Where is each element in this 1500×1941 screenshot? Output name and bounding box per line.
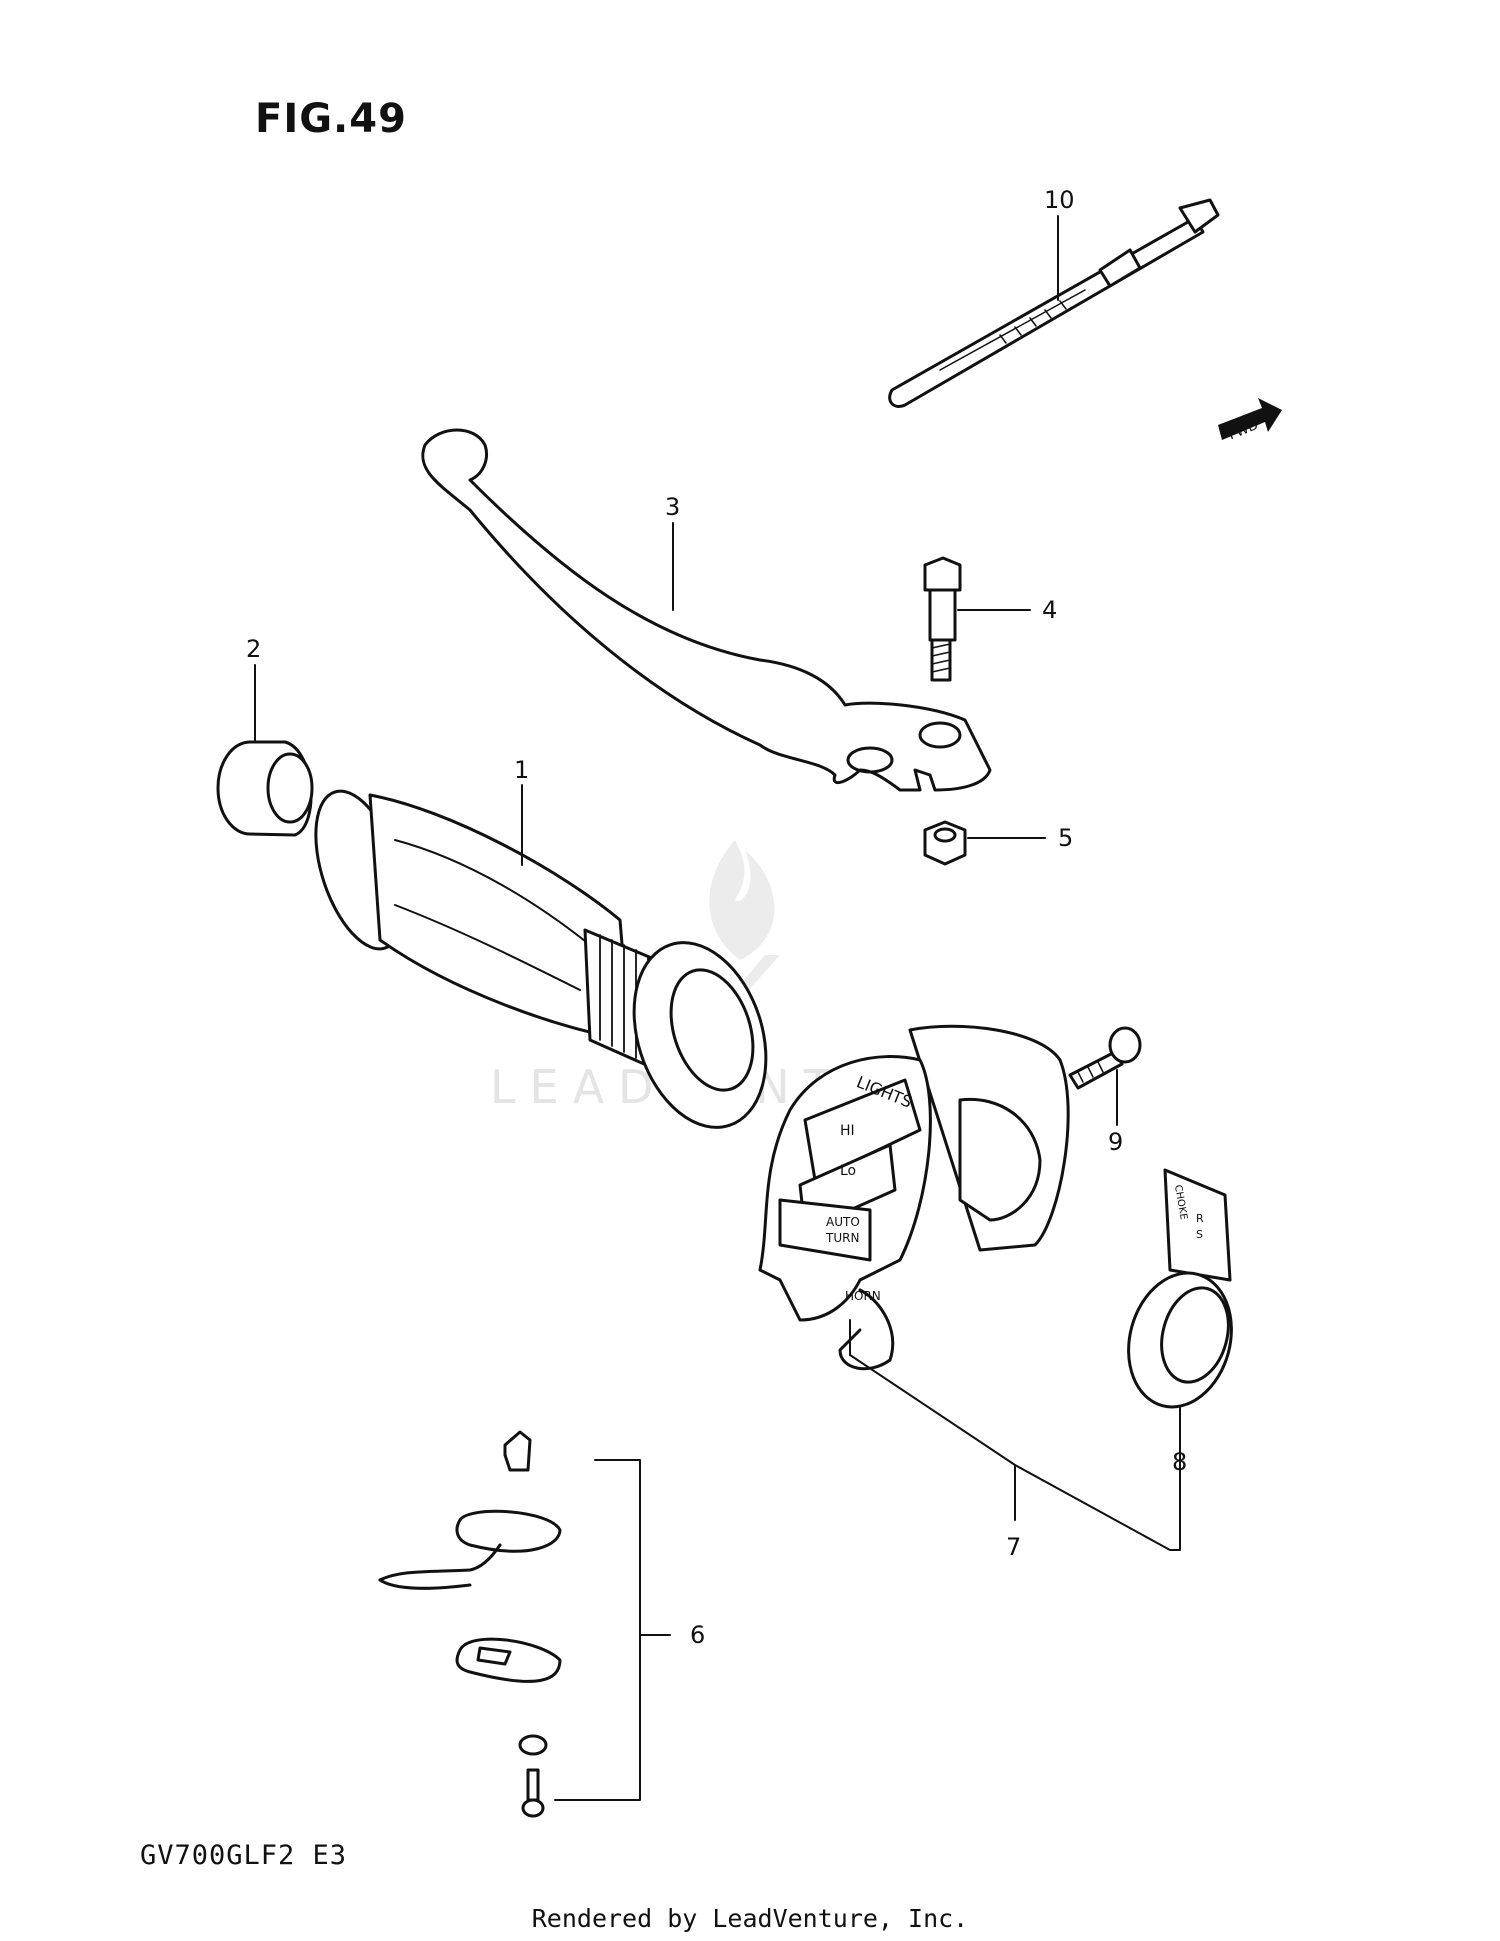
part-6-switch-internals[interactable] bbox=[378, 1430, 562, 1818]
part-3-lever[interactable] bbox=[421, 428, 992, 792]
callout-9: 9 bbox=[1108, 1128, 1123, 1156]
callout-3: 3 bbox=[665, 493, 680, 521]
callout-1: 1 bbox=[514, 756, 529, 784]
model-code: GV700GLF2 E3 bbox=[140, 1840, 348, 1871]
part-9-screw[interactable] bbox=[1068, 1026, 1142, 1090]
choke-letter-s: S bbox=[1196, 1228, 1203, 1241]
callout-7: 7 bbox=[1006, 1533, 1021, 1561]
render-credit: Rendered by LeadVenture, Inc. bbox=[531, 1904, 969, 1933]
switch-horn-label: HORN bbox=[845, 1289, 881, 1303]
switch-hi-label: HI bbox=[840, 1123, 855, 1139]
part-1-handlebar-grip[interactable] bbox=[299, 780, 789, 1144]
callout-8: 8 bbox=[1172, 1448, 1187, 1476]
callout-4: 4 bbox=[1042, 596, 1057, 624]
callout-6: 6 bbox=[690, 1621, 705, 1649]
part-5-nut[interactable] bbox=[923, 820, 967, 866]
figure-title: FIG.49 bbox=[255, 96, 407, 142]
part-10-cable-tie[interactable] bbox=[888, 198, 1220, 408]
part-8-choke-lever[interactable]: CHOKE R S bbox=[1114, 1168, 1246, 1419]
forward-arrow-badge: FWD bbox=[1218, 398, 1282, 443]
switch-turn-label: TURN bbox=[825, 1231, 859, 1245]
leader-6 bbox=[554, 1459, 671, 1801]
switch-auto-label: AUTO bbox=[826, 1215, 860, 1229]
part-7-switch-housing[interactable]: LIGHTS HI Lo AUTO TURN HORN bbox=[758, 1024, 1070, 1371]
callout-5: 5 bbox=[1058, 824, 1073, 852]
callout-2: 2 bbox=[246, 635, 261, 663]
callout-10: 10 bbox=[1044, 186, 1075, 214]
part-4-pivot-bolt[interactable] bbox=[923, 556, 962, 682]
switch-lo-label: Lo bbox=[840, 1163, 856, 1179]
part-2-grip-collar[interactable] bbox=[216, 740, 314, 837]
choke-letter-r: R bbox=[1196, 1212, 1204, 1225]
leader-7 bbox=[849, 1319, 1181, 1551]
